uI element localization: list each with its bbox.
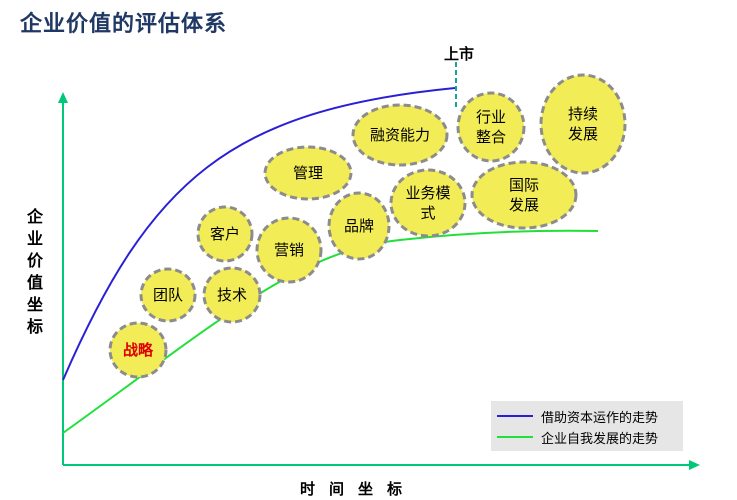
bubble-12: 持续发展 xyxy=(539,73,627,175)
bubble-shape xyxy=(470,160,578,230)
bubble-shape xyxy=(202,266,262,324)
bubble-5: 营销 xyxy=(255,216,323,284)
x-axis-arrow xyxy=(689,460,700,470)
bubble-label: 品牌 xyxy=(344,217,374,235)
legend-label-capital: 借助资本运作的走势 xyxy=(541,410,659,426)
bubble-label: 管理 xyxy=(293,164,323,182)
bubble-6: 管理 xyxy=(263,145,353,201)
legend: 借助资本运作的走势 企业自我发展的走势 xyxy=(491,401,683,451)
bubble-shape xyxy=(327,191,391,261)
legend-line-capital xyxy=(497,415,533,417)
bubble-shape xyxy=(351,103,449,167)
bubble-shape xyxy=(263,145,353,201)
y-axis-label: 企业价值坐标 xyxy=(26,207,43,336)
bubble-7: 品牌 xyxy=(327,191,391,261)
bubble-shape xyxy=(108,321,168,379)
bubble-3: 技术 xyxy=(202,266,262,324)
bubble-shape xyxy=(539,73,627,175)
ipo-label: 上市 xyxy=(444,45,474,63)
legend-item-capital: 借助资本运作的走势 xyxy=(497,406,658,426)
page-title: 企业价值的评估体系 xyxy=(20,11,228,37)
bubble-label: 融资能力 xyxy=(370,126,430,144)
bubble-shape xyxy=(139,267,197,323)
bubble-label: 团队 xyxy=(153,286,183,304)
capital-trend-curve xyxy=(62,87,456,381)
bubble-label: 持续发展 xyxy=(568,105,598,143)
legend-label-self: 企业自我发展的走势 xyxy=(541,431,659,447)
bubble-label: 业务模式 xyxy=(405,184,450,222)
bubble-9: 业务模式 xyxy=(389,168,467,238)
bubble-8: 融资能力 xyxy=(351,103,449,167)
bubble-shape xyxy=(196,205,254,263)
bubble-1: 战略 xyxy=(108,321,168,379)
bubble-11: 国际发展 xyxy=(470,160,578,230)
y-axis-arrow xyxy=(58,92,68,103)
legend-item-self: 企业自我发展的走势 xyxy=(497,427,658,447)
bubble-4: 客户 xyxy=(196,205,254,263)
bubble-label: 客户 xyxy=(210,225,240,243)
bubble-shape xyxy=(255,216,323,284)
bubble-label: 行业整合 xyxy=(476,108,506,146)
bubble-label: 营销 xyxy=(274,241,304,259)
bubble-10: 行业整合 xyxy=(456,91,526,163)
legend-line-self xyxy=(497,436,533,438)
bubble-2: 团队 xyxy=(139,267,197,323)
x-axis-label: 时间坐标 xyxy=(300,480,417,498)
bubble-shape xyxy=(456,91,526,163)
bubble-label: 战略 xyxy=(123,341,154,359)
bubble-shape xyxy=(389,168,467,238)
bubble-label: 国际发展 xyxy=(509,176,539,214)
bubble-label: 技术 xyxy=(217,286,247,304)
